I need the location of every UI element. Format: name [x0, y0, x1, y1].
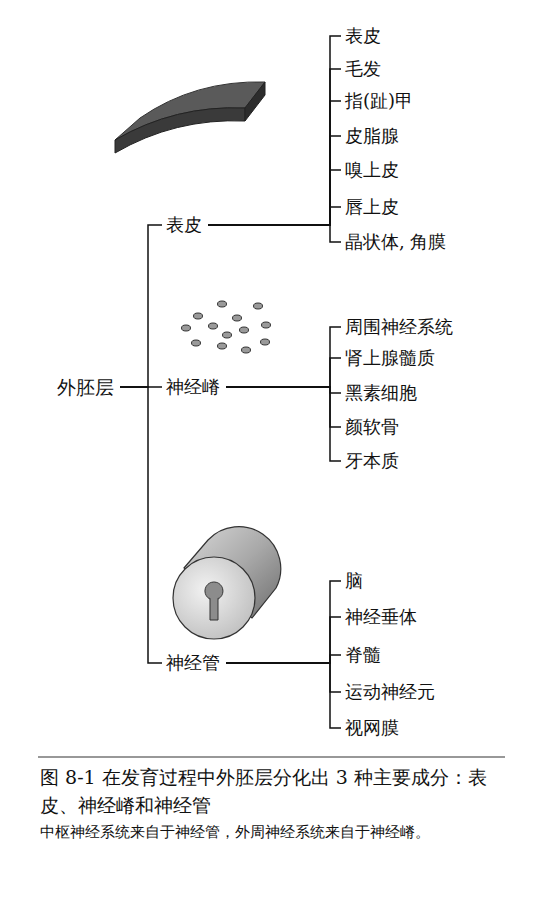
tree-branch — [226, 663, 341, 728]
tree-branch — [226, 387, 341, 461]
term-label: 毛发 — [345, 58, 381, 80]
term-label: 运动神经元 — [345, 681, 435, 703]
term-label: 外胚层 — [57, 376, 114, 399]
neural-crest-cells — [182, 301, 271, 353]
leaf-term: 肾上腺髓质 — [342, 346, 438, 370]
leaf-term: 周围神经系统 — [342, 315, 456, 339]
tree-branch — [226, 655, 341, 663]
epidermis-slab — [115, 82, 265, 153]
tree-branch — [226, 581, 341, 663]
branch-term: 神经嵴 — [163, 375, 223, 399]
leaf-term: 指(趾)甲 — [342, 89, 416, 113]
tree-branch — [208, 170, 341, 225]
tree-branch — [226, 358, 341, 387]
tree-branch — [226, 387, 341, 427]
term-label: 脊髓 — [345, 644, 381, 666]
leaf-term: 表皮 — [342, 24, 384, 48]
leaf-term: 视网膜 — [342, 716, 402, 740]
caption-note: 中枢神经系统来自于神经管，外周神经系统来自于神经嵴。 — [40, 821, 510, 844]
branch-term: 神经管 — [163, 651, 223, 675]
leaf-term: 毛发 — [342, 57, 384, 81]
tree-branch — [120, 225, 162, 387]
term-label: 颜软骨 — [345, 416, 399, 438]
term-label: 神经管 — [166, 652, 220, 674]
figure-caption: 图 8-1 在发育过程中外胚层分化出 3 种主要成分：表皮、神经嵴和神经管 — [40, 764, 510, 819]
term-label: 表皮 — [166, 214, 202, 236]
neural-tube-cylinder — [173, 527, 281, 639]
tree-branch — [120, 387, 162, 663]
leaf-term: 脊髓 — [342, 643, 384, 667]
leaf-term: 脑 — [342, 569, 366, 593]
root-term: 外胚层 — [54, 375, 117, 400]
tree-branch — [208, 69, 341, 225]
leaf-term: 嗅上皮 — [342, 158, 402, 182]
tree-branch — [208, 36, 341, 225]
term-label: 脑 — [345, 570, 363, 592]
term-label: 肾上腺髓质 — [345, 347, 435, 369]
tree-branch — [208, 207, 341, 225]
term-label: 表皮 — [345, 25, 381, 47]
tree-branch — [208, 101, 341, 225]
term-label: 指(趾)甲 — [345, 90, 413, 112]
term-label: 视网膜 — [345, 717, 399, 739]
leaf-term: 运动神经元 — [342, 680, 438, 704]
leaf-term: 牙本质 — [342, 449, 402, 473]
leaf-term: 颜软骨 — [342, 415, 402, 439]
term-label: 牙本质 — [345, 450, 399, 472]
term-label: 神经垂体 — [345, 606, 417, 628]
tree-branch — [226, 617, 341, 663]
term-label: 黑素细胞 — [345, 382, 417, 404]
leaf-term: 神经垂体 — [342, 605, 420, 629]
tree-branch — [208, 225, 341, 242]
term-label: 晶状体, 角膜 — [345, 231, 446, 253]
leaf-term: 皮脂腺 — [342, 124, 402, 148]
leaf-term: 黑素细胞 — [342, 381, 420, 405]
caption-rule — [38, 756, 505, 757]
term-label: 唇上皮 — [345, 196, 399, 218]
branch-term: 表皮 — [163, 213, 205, 237]
tree-branch — [226, 327, 341, 387]
tree-branch — [208, 136, 341, 225]
term-label: 周围神经系统 — [345, 316, 453, 338]
leaf-term: 晶状体, 角膜 — [342, 230, 449, 254]
tree-branch — [226, 663, 341, 692]
leaf-term: 唇上皮 — [342, 195, 402, 219]
tree-branch — [226, 387, 341, 393]
term-label: 皮脂腺 — [345, 125, 399, 147]
term-label: 神经嵴 — [166, 376, 220, 398]
term-label: 嗅上皮 — [345, 159, 399, 181]
